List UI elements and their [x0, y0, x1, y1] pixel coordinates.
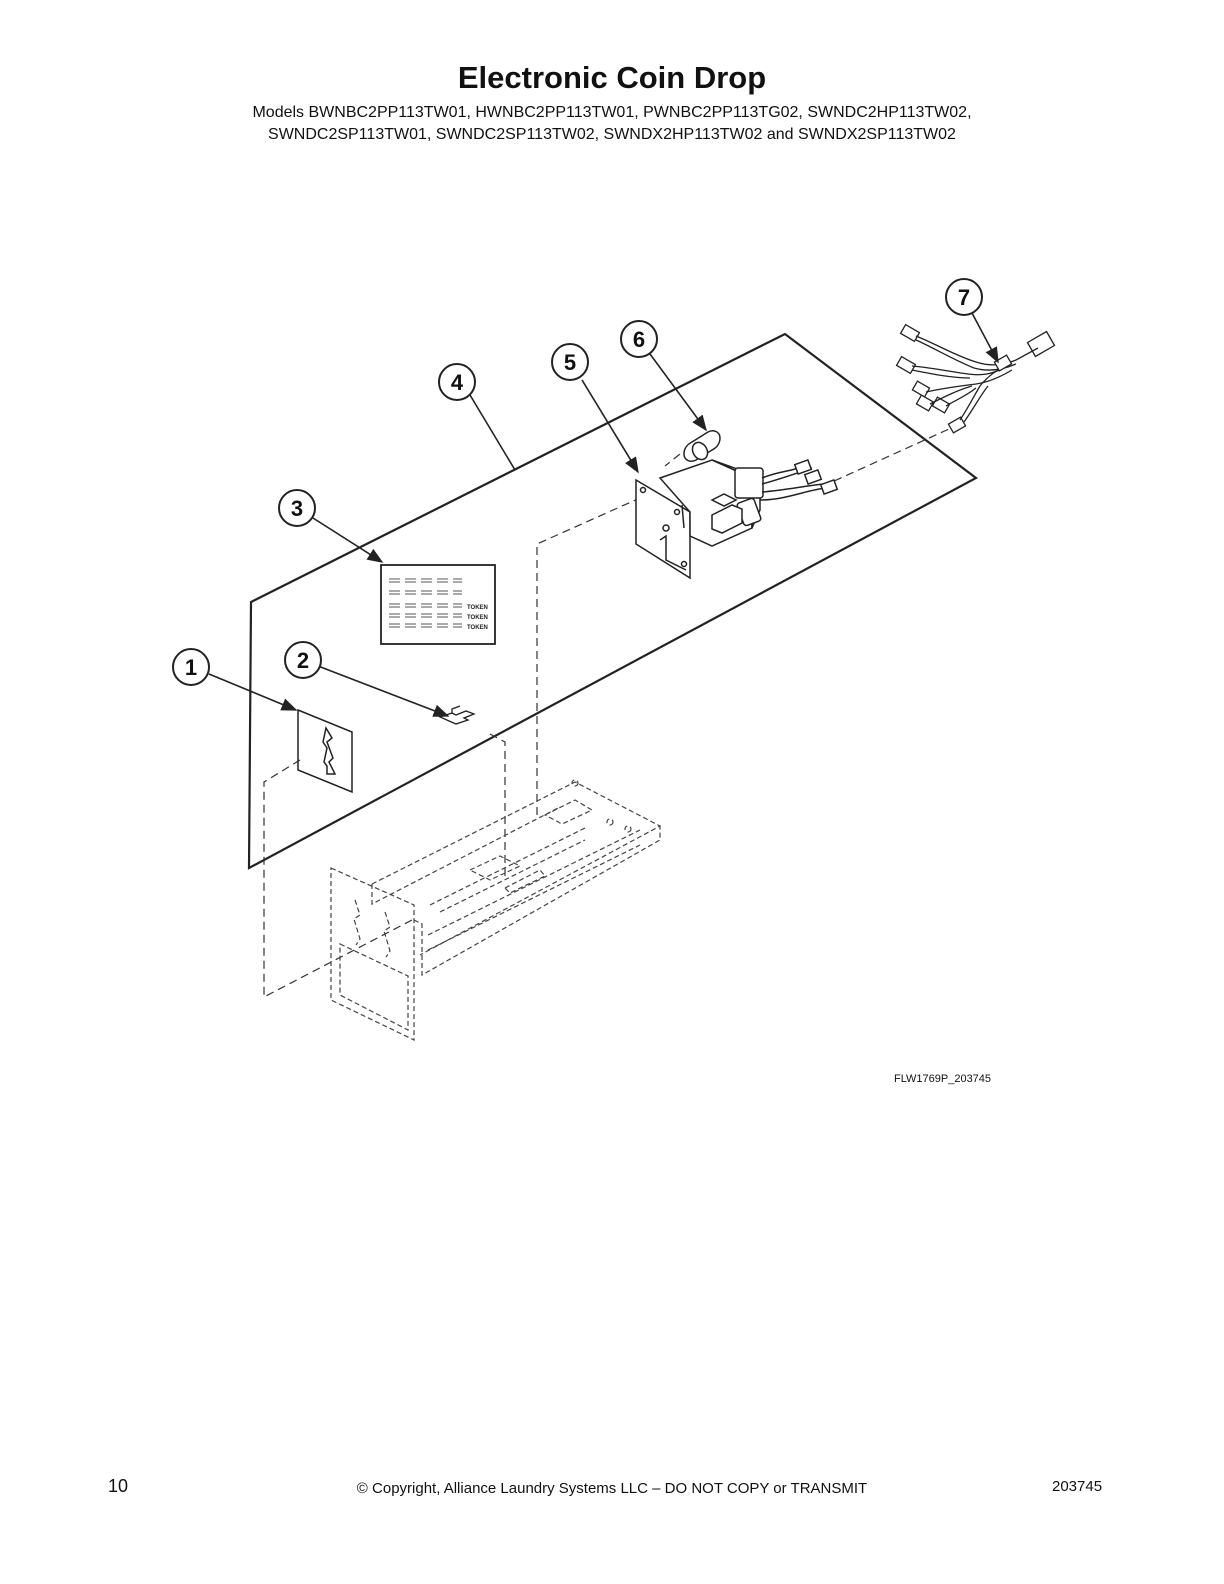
- retaining-clip: [438, 705, 476, 725]
- token-text-1: TOKEN: [467, 605, 488, 611]
- callout-6: 6: [620, 320, 658, 358]
- callout-number-6: 6: [633, 327, 645, 352]
- assembly-dashed-lines: [263, 423, 961, 998]
- token-text-3: TOKEN: [467, 625, 488, 631]
- callout-number-2: 2: [297, 648, 309, 673]
- callout-number-3: 3: [291, 496, 303, 521]
- copyright-notice: © Copyright, Alliance Laundry Systems LL…: [356, 1480, 868, 1497]
- figure-reference: FLW1769P_203745: [894, 1073, 992, 1085]
- ferrite-core: [683, 430, 721, 462]
- callout-4: 4: [438, 363, 476, 401]
- callout-number-5: 5: [564, 350, 576, 375]
- wire-harness: [895, 323, 1056, 434]
- leader-lines: [208, 312, 999, 717]
- page-title: Electronic Coin Drop: [457, 60, 767, 95]
- front-panel: [247, 332, 979, 870]
- coin-entrance-plate: [297, 708, 353, 794]
- instruction-label: TOKEN TOKEN TOKEN: [380, 564, 496, 645]
- callout-3: 3: [278, 489, 316, 527]
- token-text-2: TOKEN: [467, 615, 488, 621]
- models-line-1: Models BWNBC2PP113TW01, HWNBC2PP113TW01,…: [252, 104, 972, 121]
- page-number: 10: [108, 1476, 129, 1496]
- callout-number-1: 1: [185, 655, 197, 680]
- models-line-2: SWNDC2SP113TW01, SWNDC2SP113TW02, SWNDX2…: [268, 126, 956, 143]
- coin-mechanism: [635, 458, 839, 580]
- callout-1: 1: [172, 648, 210, 686]
- document-number: 203745: [1052, 1478, 1103, 1495]
- callout-5: 5: [551, 343, 589, 381]
- coin-drop-chassis: [330, 779, 662, 1041]
- callout-number-4: 4: [451, 370, 464, 395]
- callout-2: 2: [284, 641, 322, 679]
- callout-7: 7: [945, 278, 983, 316]
- callout-number-7: 7: [958, 285, 970, 310]
